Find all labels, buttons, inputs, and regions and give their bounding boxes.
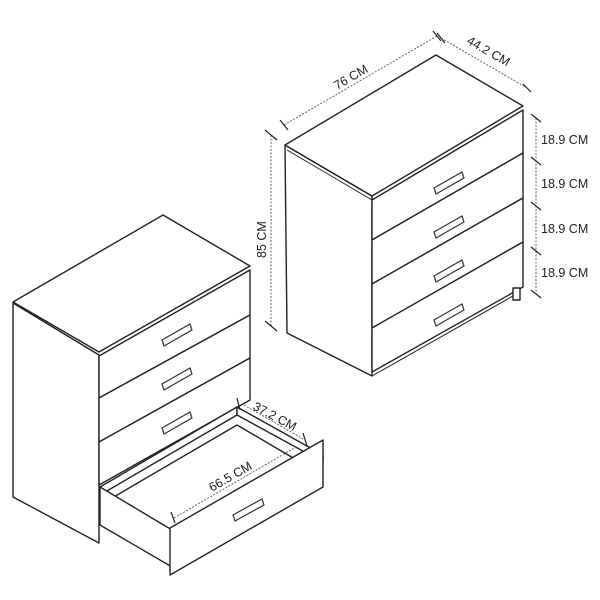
leg (512, 287, 521, 301)
plinth-line (371, 291, 521, 377)
top-edge (286, 149, 373, 201)
open-chest (12, 214, 324, 576)
height-label: 85 CM (255, 221, 269, 258)
handle (232, 498, 265, 522)
drawer-height-label-1: 18.9 CM (541, 133, 588, 147)
chest-side (12, 302, 100, 544)
depth-label: 44.2 CM (465, 33, 513, 69)
drawer-height-label-2: 18.9 CM (541, 177, 588, 191)
chest-top (12, 214, 251, 353)
dimension-lines (264, 30, 542, 332)
drawer-front[interactable] (371, 241, 524, 373)
chest-top (284, 54, 524, 197)
handles (433, 171, 465, 327)
drawer-height-label-3: 18.9 CM (541, 222, 588, 236)
width-label: 76 CM (332, 62, 371, 93)
closed-chest (284, 54, 524, 377)
handles (161, 323, 193, 435)
drawer-height-label-4: 18.9 CM (541, 266, 588, 280)
drawer-dimension-lines (170, 397, 308, 524)
